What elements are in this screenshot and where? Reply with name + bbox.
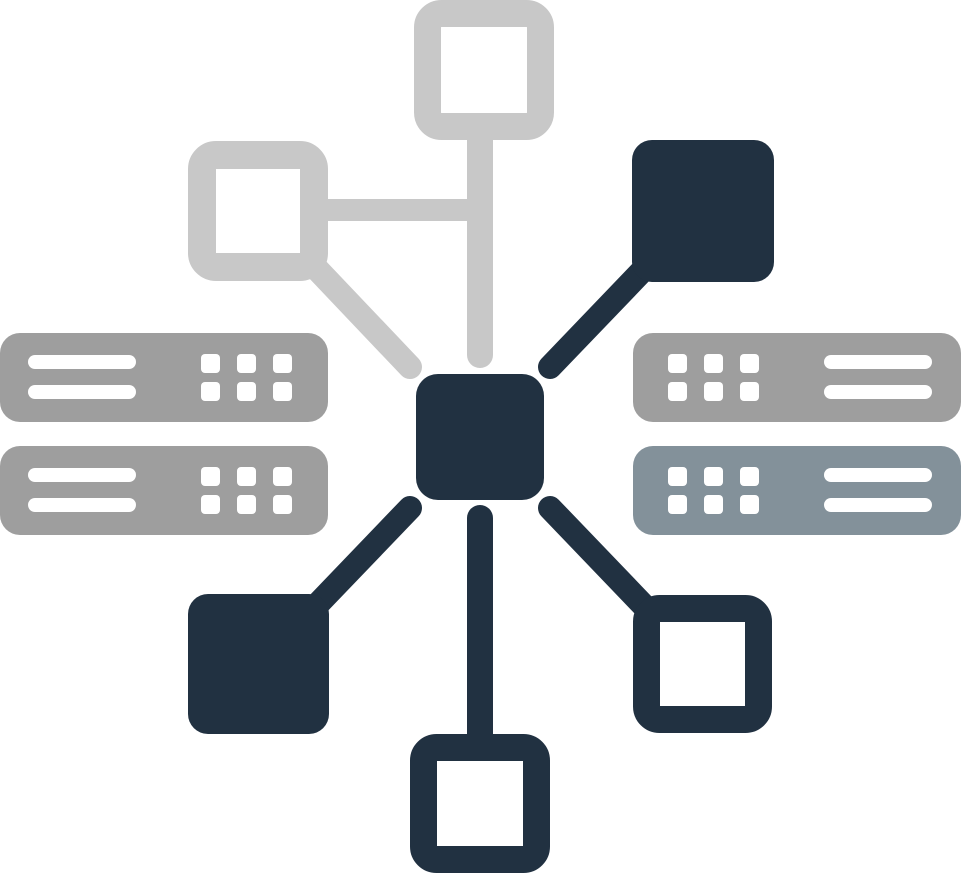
server-left-bottom [0, 446, 328, 535]
node-bottom-left [188, 594, 329, 734]
link-hub-to-bottomright [538, 496, 657, 619]
node-bottom [410, 734, 550, 873]
link-topleft-to-hub [303, 255, 422, 379]
server-left-top [0, 333, 328, 422]
server-right-top [633, 333, 961, 422]
inactive-links [303, 122, 493, 379]
active-links [303, 256, 657, 753]
node-top-right [632, 140, 774, 282]
server-right-bottom [633, 446, 961, 535]
link-hub-to-topright [538, 256, 657, 379]
node-top-left [188, 141, 328, 281]
node-bottom-right [633, 595, 772, 733]
link-hub-to-bottomleft [303, 496, 422, 619]
hub-node [416, 374, 544, 500]
node-top [414, 0, 554, 140]
